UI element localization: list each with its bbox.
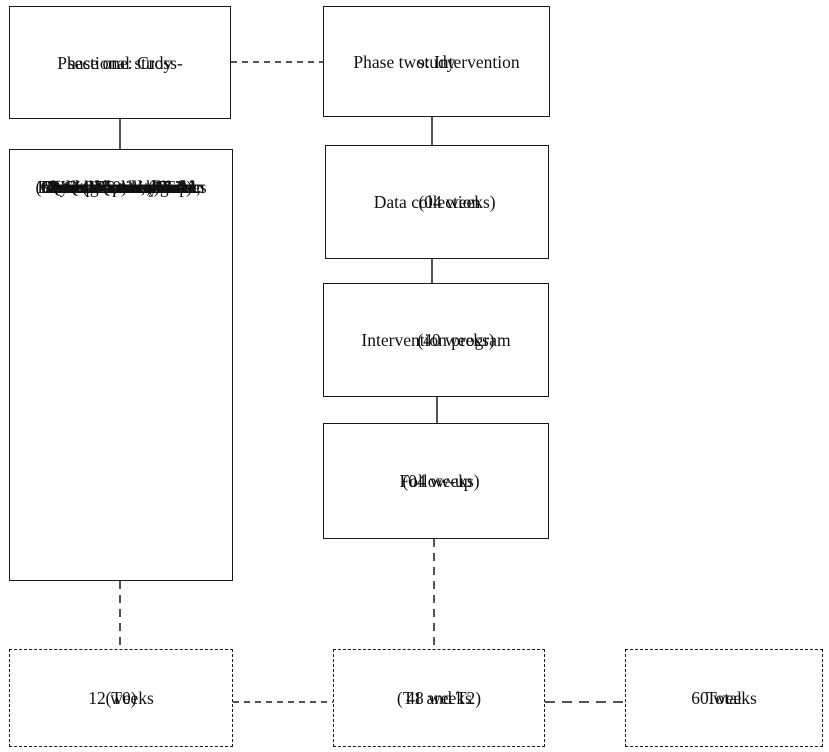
intervention-box: Intervention program (40 weeks)	[323, 283, 549, 397]
data-collection-title: Data collection	[373, 192, 481, 212]
phase-two-box: Phase two: Intervention study	[323, 6, 550, 117]
baseline-detail-line: Socio-economic	[64, 177, 178, 197]
baseline-detail-line: Autistic Scale (ATA).	[45, 177, 197, 197]
t0-box: 12 weeks (T0)	[9, 649, 233, 747]
baseline-detail-line: anthropometric	[67, 177, 175, 197]
baseline-detail-line: Physical activity level;	[41, 177, 201, 197]
baseline-detail-line: function; hand grip	[53, 177, 189, 197]
total-label: Total	[706, 688, 742, 708]
data-collection-duration: (04 weeks)	[418, 192, 496, 212]
baseline-title: Baseline data collection	[37, 177, 205, 197]
t1t2-box: 48 weeks (T1 and T2)	[333, 649, 545, 747]
t0-label: (T0)	[105, 688, 137, 708]
phase-one-title-line1: Phase one: Cross-	[57, 52, 183, 73]
baseline-detail-line: sample collection.	[57, 177, 185, 197]
phase-two-title-line1: Phase two: Intervention	[353, 51, 520, 72]
baseline-detail-line: Children´s assessment:	[40, 177, 202, 197]
phase-two-title-line2: study	[417, 51, 456, 72]
baseline-duration: (12 weeks)	[82, 177, 160, 197]
baseline-detail-line: Parent´s assessment:	[48, 177, 194, 197]
intervention-duration: (40 weeks)	[417, 330, 495, 350]
t1t2-weeks: 48 weeks	[406, 688, 472, 708]
baseline-detail-line: measurements, aerobic	[40, 177, 202, 197]
t0-weeks: 12 weeks	[88, 688, 154, 708]
follow-up-box: Follow-up (04 weeks)	[323, 423, 549, 539]
total-weeks: 60 weeks	[691, 688, 757, 708]
intervention-title: Intervention program	[361, 330, 511, 350]
baseline-detail-line: Health Questionnaire	[46, 177, 196, 197]
baseline-detail-line: Questionnaire; Child	[47, 177, 195, 197]
phase-one-title-line2: sectional study	[67, 52, 173, 73]
total-box: Total 60 weeks	[625, 649, 823, 747]
follow-up-title: Follow-up	[399, 471, 473, 491]
baseline-detail-line: (CHQ-PF50) and Traces	[35, 177, 207, 197]
data-collection-box: Data collection (04 weeks)	[325, 145, 549, 259]
t1t2-label: (T1 and T2)	[396, 688, 482, 708]
follow-up-duration: (04 weeks)	[402, 471, 480, 491]
phase-one-box: Phase one: Cross- sectional study	[9, 6, 231, 119]
baseline-box: Baseline data collection (12 weeks) Pare…	[9, 149, 233, 581]
baseline-detail-line: strength and blood	[55, 177, 187, 197]
